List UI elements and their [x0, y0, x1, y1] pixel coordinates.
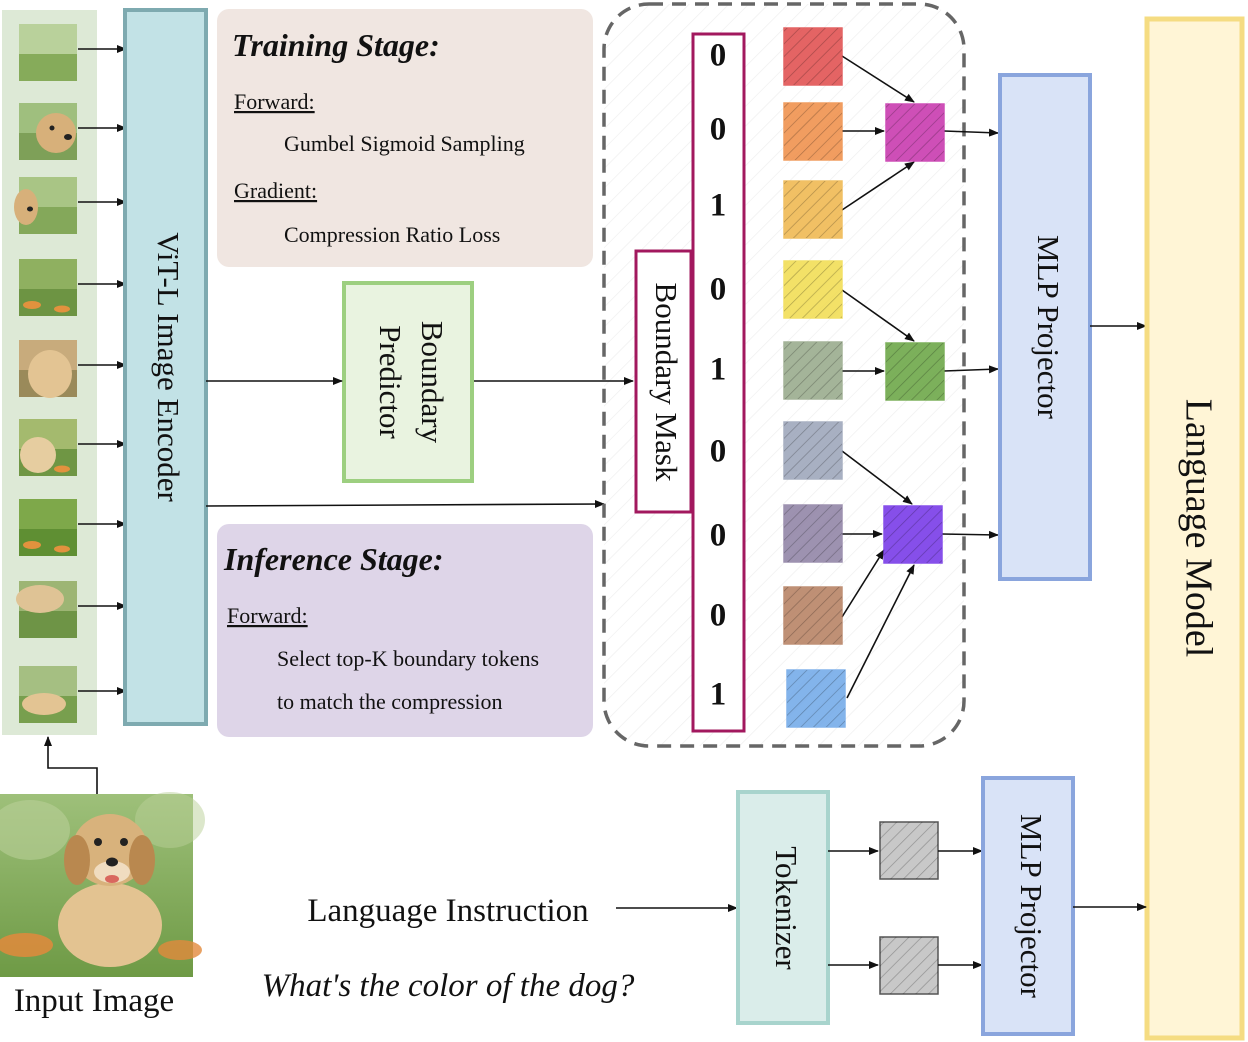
image-patch-5: [19, 340, 77, 398]
image-patch-3: [14, 177, 77, 234]
mlp-projector-text-label: MLP Projector: [1014, 814, 1049, 999]
merge-arrow-11: [943, 365, 999, 374]
mask-bit-6: 0: [710, 434, 727, 470]
vit-encoder-label: ViT-L Image Encoder: [151, 232, 186, 502]
image-patch-9: [19, 666, 77, 723]
inference-stage-title: Inference Stage:: [223, 541, 444, 577]
input-image-label: Input Image: [14, 983, 174, 1019]
tokenizer-label: Tokenizer: [769, 846, 804, 970]
boundary-predictor-label-2: Predictor: [373, 325, 408, 439]
mask-bit-3: 1: [710, 188, 727, 224]
visual-token-5: [783, 341, 843, 400]
boundary-mask-label-box: [634, 249, 693, 514]
token-merge-arrows: [841, 55, 999, 699]
merge-arrow-4: [841, 289, 915, 342]
language-model-label: Language Model: [1177, 399, 1219, 658]
visual-token-8: [783, 586, 843, 645]
boundary-mask-vector: [691, 32, 746, 733]
mask-bit-8: 0: [710, 598, 727, 634]
merged-tokens: [883, 103, 945, 564]
input-to-patches-arrow: [44, 736, 98, 794]
mask-bit-7: 0: [710, 518, 727, 554]
inference-stage-box: [217, 524, 593, 737]
image-patch-2: [19, 103, 77, 160]
mlp-projector-vision-box: [998, 73, 1092, 581]
visual-token-7: [783, 504, 843, 563]
language-instruction-label: Language Instruction: [307, 893, 588, 929]
image-patch-6: [19, 419, 77, 476]
merge-arrow-6: [841, 450, 913, 505]
tokenizer-box: [736, 790, 830, 1025]
image-patches: [14, 24, 77, 723]
encoder-to-tokens-arrow: [205, 500, 605, 509]
patch-arrows: [78, 45, 127, 695]
merged-token-3: [883, 505, 943, 564]
boundary-mask-bits: 0 0 1 0 1 0 0 0 1: [710, 38, 727, 713]
visual-token-4: [783, 260, 843, 319]
training-gradient-label: Gradient:: [234, 178, 317, 203]
image-patch-1: [19, 24, 77, 81]
visual-token-2: [783, 102, 843, 161]
visual-token-3: [783, 180, 843, 239]
inference-line-1: Select top-K boundary tokens: [277, 646, 539, 671]
merge-arrow-9: [846, 564, 915, 699]
language-instruction-question: What's the color of the dog?: [262, 968, 635, 1004]
inference-forward-label: Forward:: [227, 603, 308, 628]
mask-bit-5: 1: [710, 352, 727, 388]
inference-line-2: to match the compression: [277, 689, 502, 714]
merge-arrow-1: [841, 55, 915, 103]
text-token-1: [879, 821, 939, 880]
vit-encoder-box: [123, 8, 208, 726]
merged-token-1: [885, 103, 945, 162]
training-gradient-text: Compression Ratio Loss: [284, 222, 500, 247]
merge-arrow-3: [841, 161, 915, 211]
mask-bit-4: 0: [710, 272, 727, 308]
visual-token-6: [783, 421, 843, 480]
image-patch-4: [19, 259, 77, 316]
image-patch-7: [19, 499, 77, 556]
visual-token-9: [786, 669, 846, 728]
image-patch-8: [16, 581, 77, 638]
training-forward-text: Gumbel Sigmoid Sampling: [284, 131, 525, 156]
mlp-projector-vision-label: MLP Projector: [1031, 235, 1066, 420]
input-image: [0, 792, 205, 977]
boundary-mask-label: Boundary Mask: [649, 283, 684, 482]
boundary-predictor-label-1: Boundary: [415, 321, 450, 444]
mlp-projector-text-box: [981, 776, 1075, 1036]
merge-arrow-10: [943, 128, 999, 137]
visual-tokens: [783, 27, 846, 728]
mask-bit-2: 0: [710, 112, 727, 148]
merged-token-2: [885, 342, 945, 401]
training-stage-box: [217, 9, 593, 267]
merge-arrow-8: [841, 549, 885, 618]
text-token-2: [879, 936, 939, 995]
mask-bit-9: 1: [710, 677, 727, 713]
mask-bit-1: 0: [710, 38, 727, 74]
training-stage-title: Training Stage:: [232, 27, 440, 63]
training-forward-label: Forward:: [234, 89, 315, 114]
boundary-predictor-box: [342, 281, 474, 483]
language-model-box: [1144, 16, 1245, 1041]
merge-arrow-12: [941, 530, 999, 539]
visual-token-1: [783, 27, 843, 86]
